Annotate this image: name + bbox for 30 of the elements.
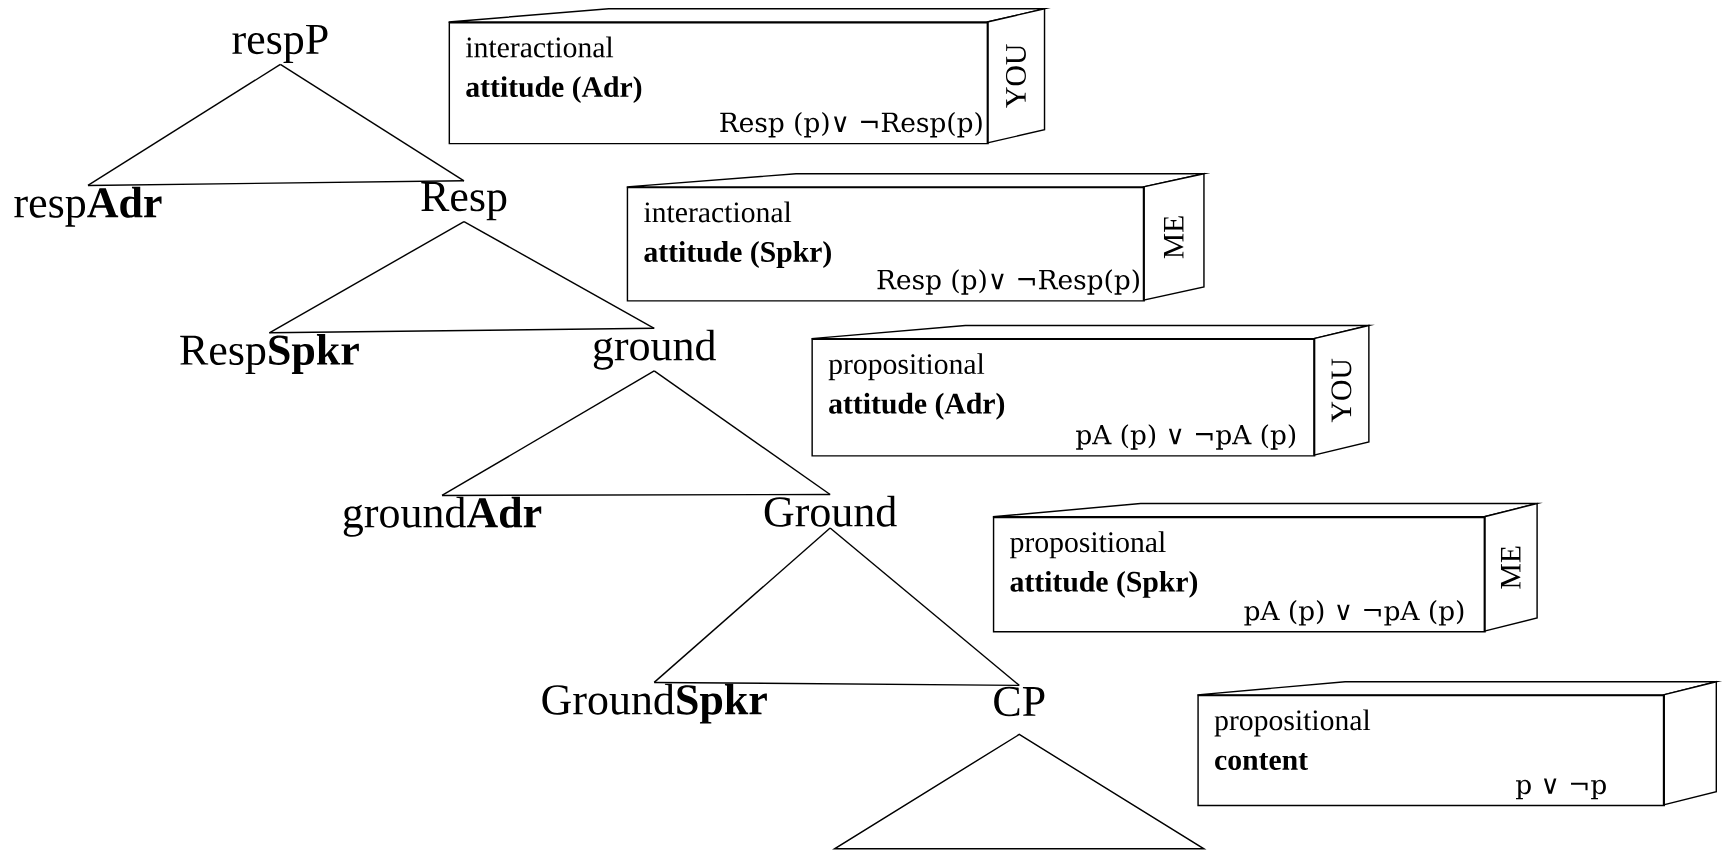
tree-line <box>268 327 655 334</box>
box-drawing: propositional attitude (Spkr) pA (p) ∨ ¬pA (p) ME <box>992 502 1543 633</box>
node-label: YOU <box>1005 44 1026 108</box>
tree-line <box>653 370 831 496</box>
tree-line <box>463 220 655 330</box>
tree-label: RespSpkr <box>180 334 359 374</box>
tree-line <box>268 220 465 334</box>
box-drawing: interactional attitude (Adr) Resp (p)∨ ¬Resp(p) YOU <box>447 7 1051 145</box>
tree-line <box>279 63 465 182</box>
tree-label: respP <box>232 24 328 64</box>
tree-line <box>87 63 282 187</box>
tree-label: GroundSpkr <box>542 683 767 724</box>
tree-line <box>829 527 1020 687</box>
box-drawing: propositional content p ∨ ¬p <box>1196 680 1723 807</box>
node-label: YOU <box>1331 358 1352 423</box>
box-drawing: propositional attitude (Adr) pA (p) ∨ ¬pA (p) YOU <box>810 324 1375 457</box>
tree-line <box>653 527 831 684</box>
tree-line <box>441 493 831 497</box>
tree-line <box>87 180 465 187</box>
node-label: ME <box>1500 546 1521 589</box>
tree-label: Ground <box>764 495 897 527</box>
tree-label: CP <box>994 686 1045 717</box>
box-drawing: interactional attitude (Spkr) Resp (p)∨ ¬Resp(p) ME <box>626 172 1211 302</box>
tree-label: groundAdr <box>343 496 542 537</box>
tree-line <box>653 681 1020 687</box>
node-label: ME <box>1163 216 1184 259</box>
tree-label: ground <box>593 329 716 370</box>
tree-label: respAdr <box>14 186 162 227</box>
tree-label: Resp <box>421 182 507 221</box>
tree-line <box>441 370 655 497</box>
